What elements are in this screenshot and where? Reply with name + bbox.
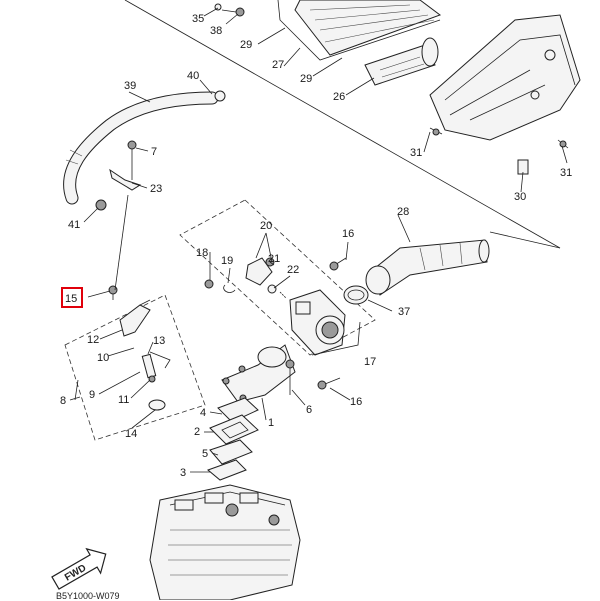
air-filter-case — [429, 14, 581, 141]
callout-16-top: 16 — [342, 228, 354, 240]
callout-21: 21 — [268, 253, 280, 265]
callout-37: 37 — [398, 306, 410, 318]
injector-holder — [119, 299, 151, 337]
bracket-line-8 — [74, 379, 79, 401]
grommet-30 — [517, 159, 529, 175]
intake-manifold — [221, 344, 296, 403]
leader-lines — [69, 7, 568, 473]
callout-6: 6 — [306, 404, 312, 416]
callout-17: 17 — [364, 356, 376, 368]
callout-38: 38 — [210, 25, 222, 37]
callout-29-left: 29 — [240, 39, 252, 51]
callout-40: 40 — [187, 70, 199, 82]
filter-frame — [277, 0, 441, 61]
gasket-3 — [207, 459, 247, 481]
bolt-38 — [221, 7, 245, 17]
throttle-body — [289, 289, 346, 356]
bracket-line-17 — [311, 321, 361, 356]
callout-29-right: 29 — [300, 73, 312, 85]
callout-4: 4 — [200, 407, 206, 419]
callout-2: 2 — [194, 426, 200, 438]
callout-39: 39 — [124, 80, 136, 92]
screw-31-left — [429, 127, 443, 136]
callout-31-right: 31 — [560, 167, 572, 179]
hose-bracket — [109, 140, 142, 191]
insulator-4 — [217, 397, 259, 423]
breather-hose — [63, 91, 219, 205]
callout-26: 26 — [333, 91, 345, 103]
callout-7: 7 — [151, 146, 157, 158]
screw-31-right — [557, 139, 569, 149]
throttle-body-group-outline — [179, 199, 376, 356]
hose-support-line — [114, 194, 129, 291]
callout-13: 13 — [153, 335, 165, 347]
callout-28: 28 — [397, 206, 409, 218]
callout-10: 10 — [97, 352, 109, 364]
callout-19: 19 — [221, 255, 233, 267]
callout-23: 23 — [150, 183, 162, 195]
air-filter-element — [294, 0, 442, 56]
callout-5: 5 — [202, 448, 208, 460]
callout-22: 22 — [287, 264, 299, 276]
callout-35: 35 — [192, 13, 204, 25]
callout-9: 9 — [89, 389, 95, 401]
callout-8: 8 — [60, 395, 66, 407]
callout-15: 15 — [65, 293, 77, 305]
bolt-16-top — [329, 257, 347, 271]
gasket-2 — [209, 414, 259, 445]
callout-27: 27 — [272, 59, 284, 71]
gasket-5 — [209, 439, 253, 465]
bolt-6 — [285, 359, 295, 395]
bracket-13 — [149, 351, 171, 369]
guide-line — [124, 0, 561, 249]
hose-clamp-37 — [343, 285, 369, 305]
callout-14: 14 — [125, 428, 137, 440]
selected-part-highlight — [61, 287, 83, 308]
screw-18 — [204, 279, 214, 289]
clamp-41 — [95, 199, 107, 211]
diagram-code: B5Y1000-W079 — [56, 591, 120, 601]
callout-20: 20 — [260, 220, 272, 232]
o-ring-22 — [267, 284, 287, 299]
clip-40 — [214, 90, 226, 102]
fwd-arrow-icon: FWD — [51, 547, 107, 590]
clip-19 — [223, 284, 236, 293]
injector-bolt-15 — [108, 285, 118, 300]
guide-line-lower — [489, 231, 561, 249]
gasket-14 — [148, 399, 166, 411]
callout-41: 41 — [68, 219, 80, 231]
air-inlet-duct — [364, 37, 439, 86]
callout-30: 30 — [514, 191, 526, 203]
callout-11: 11 — [118, 394, 129, 406]
fuel-injector — [141, 353, 157, 383]
bolt-16-right — [317, 377, 341, 390]
callout-16-right: 16 — [350, 396, 362, 408]
intake-duct — [365, 239, 490, 296]
cylinder-head — [149, 484, 301, 600]
callout-3: 3 — [180, 467, 186, 479]
callout-18: 18 — [196, 247, 208, 259]
callout-12: 12 — [87, 334, 99, 346]
fwd-label: FWD — [63, 563, 88, 584]
callout-31-left: 31 — [410, 147, 422, 159]
callout-1: 1 — [268, 417, 274, 429]
